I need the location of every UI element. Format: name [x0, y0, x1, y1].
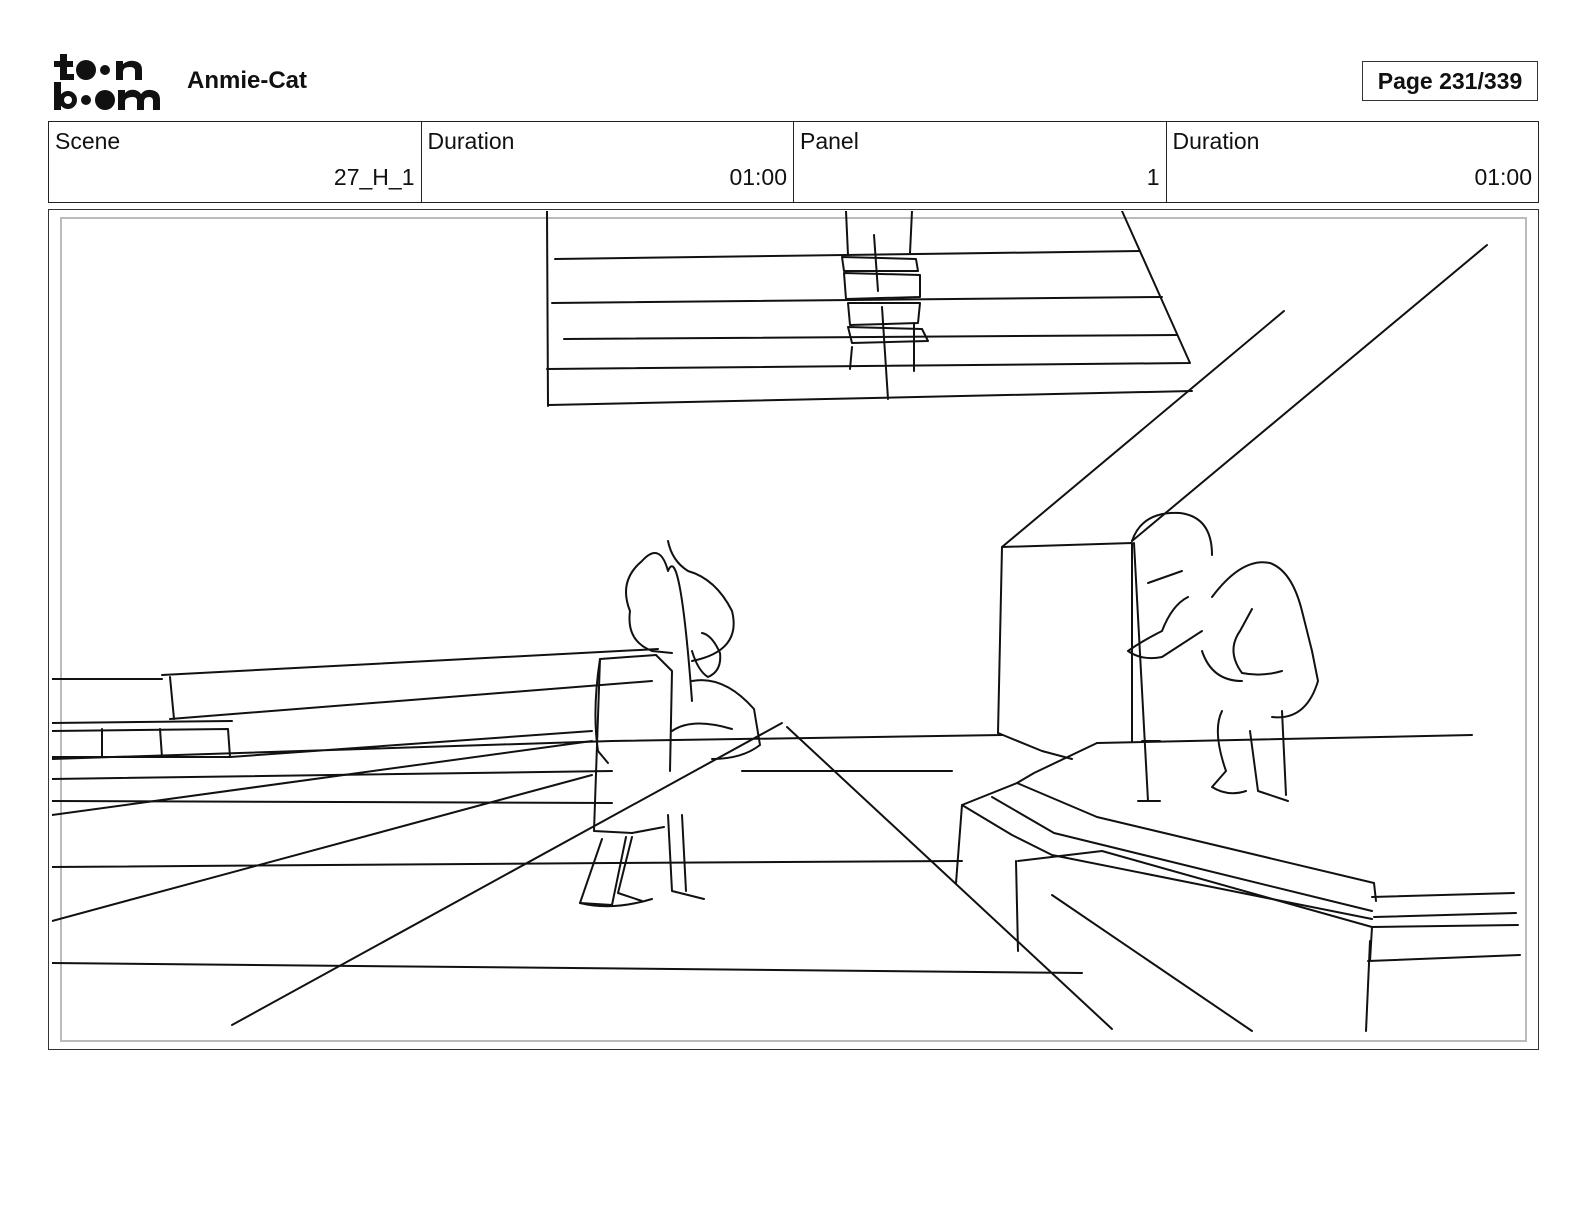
panel-duration-value: 01:00	[1474, 164, 1532, 190]
panel-label: Panel	[800, 128, 859, 154]
panel-cell: Panel 1	[794, 122, 1167, 202]
scene-value: 27_H_1	[333, 164, 415, 190]
storyboard-panel-frame	[48, 209, 1539, 1050]
scene-duration-value: 01:00	[729, 164, 787, 190]
panel-duration-cell: Duration 01:00	[1167, 122, 1539, 202]
project-title: Anmie-Cat	[187, 67, 308, 94]
scene-duration-cell: Duration 01:00	[422, 122, 794, 202]
scene-cell: Scene 27_H_1	[49, 122, 422, 202]
panel-duration-label: Duration	[1172, 128, 1260, 154]
toon-boom-logo	[54, 54, 160, 110]
storyboard-sketch-image	[52, 211, 1521, 1032]
scene-duration-label: Duration	[427, 128, 515, 154]
panel-value: 1	[1146, 164, 1160, 190]
scene-label: Scene	[55, 128, 121, 154]
page-indicator: Page 231/339	[1362, 61, 1538, 101]
scene-info-table: Scene 27_H_1 Duration 01:00 Panel 1 Dura…	[48, 121, 1539, 203]
safe-area-frame	[60, 217, 1527, 1042]
